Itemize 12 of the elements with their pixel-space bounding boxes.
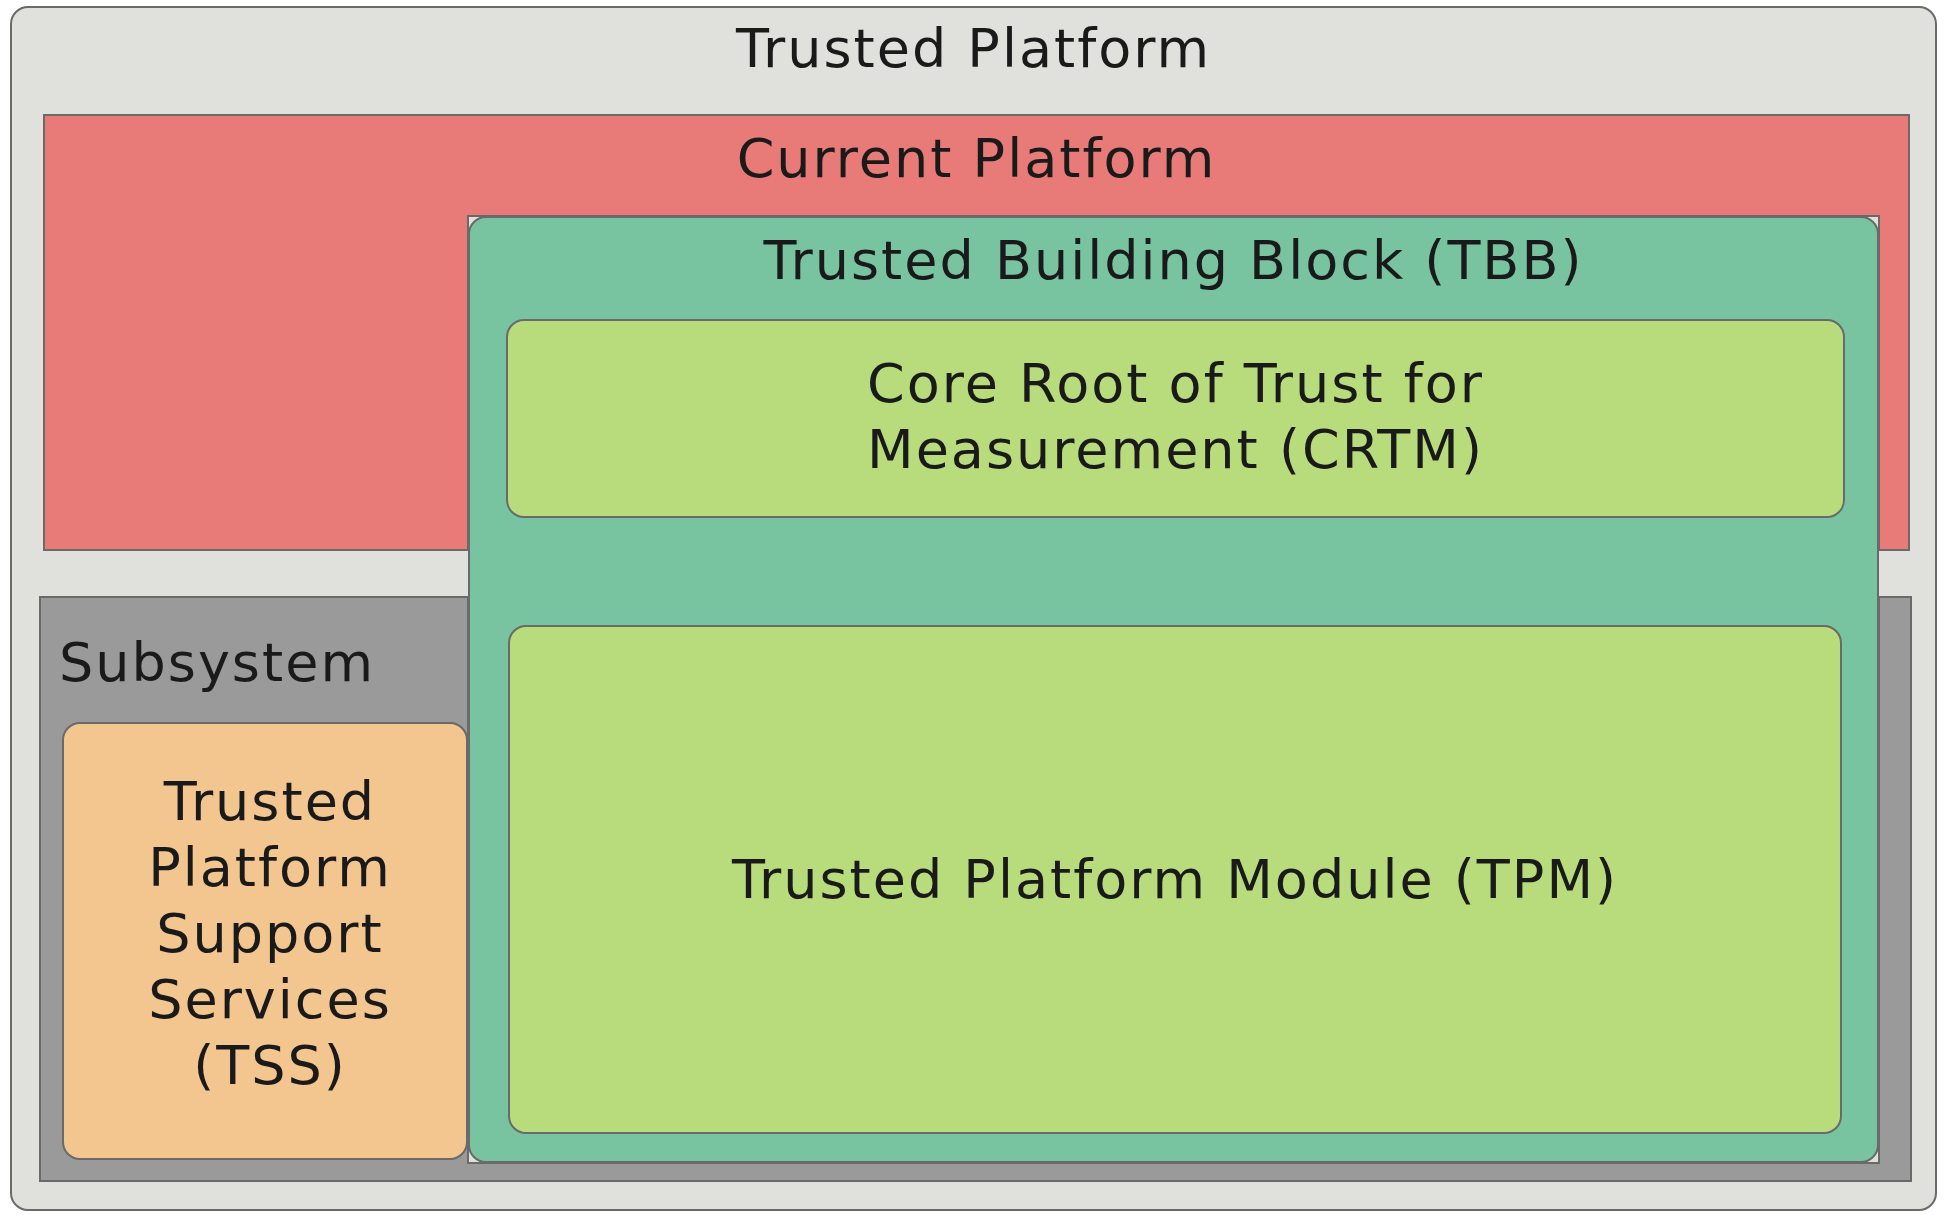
box-title: Trusted Building Block (TBB) bbox=[762, 228, 1585, 294]
box-title: Current Platform bbox=[735, 126, 1218, 192]
module-box bbox=[506, 319, 1845, 518]
block-panel bbox=[468, 216, 1879, 1163]
outer-panel bbox=[10, 6, 1937, 1211]
box-title: Trusted Platform Support Services (TSS) bbox=[147, 769, 393, 1099]
services-box bbox=[62, 722, 468, 1160]
module-box bbox=[508, 625, 1842, 1134]
box-title: Subsystem bbox=[59, 630, 376, 696]
box-title: Trusted Platform Module (TPM) bbox=[730, 847, 1620, 913]
box-title: Core Root of Trust for Measurement (CRTM) bbox=[865, 351, 1486, 483]
box-title: Trusted Platform bbox=[734, 16, 1213, 82]
